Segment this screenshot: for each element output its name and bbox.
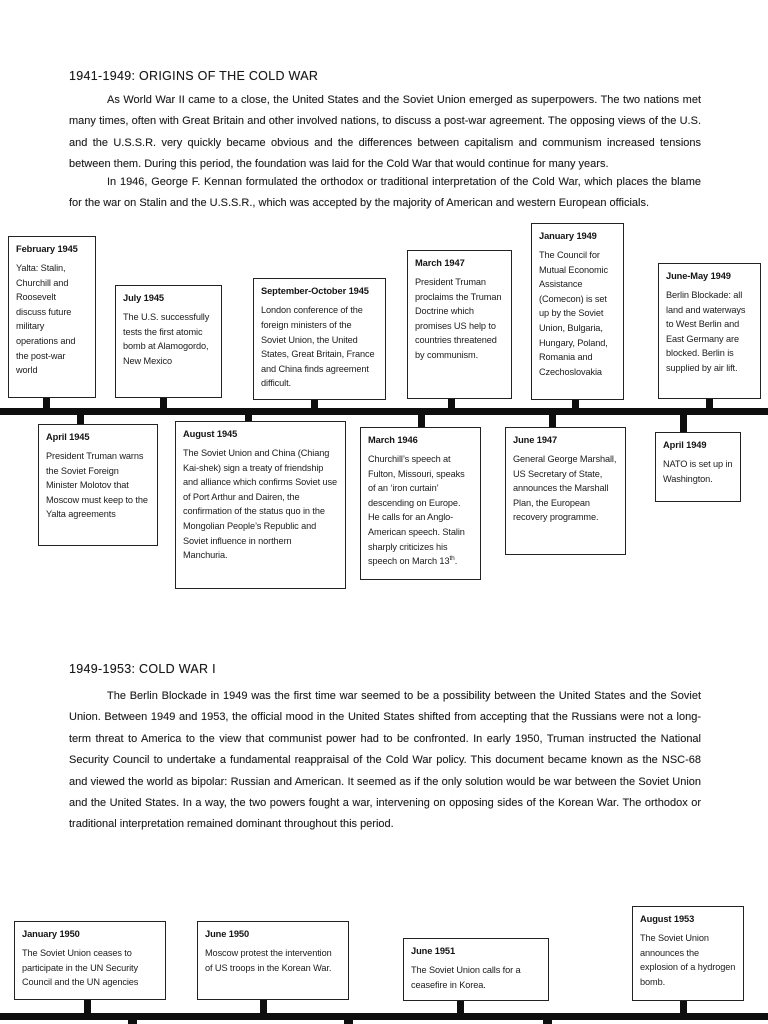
timeline-connector xyxy=(128,1019,137,1024)
event-date: March 1946 xyxy=(368,435,418,445)
event-date: April 1945 xyxy=(46,432,90,442)
event-date: June 1947 xyxy=(513,435,558,445)
event-text: London conference of the foreign ministe… xyxy=(261,305,375,389)
event-text: President Truman warns the Soviet Foreig… xyxy=(46,451,148,520)
event-date: February 1945 xyxy=(16,244,78,254)
event-box-february-1945: February 1945 Yalta: Stalin, Churchill a… xyxy=(8,236,96,398)
event-box-june-1951: June 1951 The Soviet Union calls for a c… xyxy=(403,938,549,1002)
event-box-august-1953: August 1953 The Soviet Union announces t… xyxy=(632,906,744,1001)
event-box-june-1947: June 1947 General George Marshall, US Se… xyxy=(505,427,626,555)
event-date: January 1950 xyxy=(22,929,80,939)
event-text: The Soviet Union calls for a ceasefire i… xyxy=(411,965,521,990)
event-date: January 1949 xyxy=(539,231,597,241)
timeline-connector xyxy=(680,413,687,443)
event-date: September-October 1945 xyxy=(261,286,369,297)
timeline-bar-1 xyxy=(0,408,768,415)
event-text: Yalta: Stalin, Churchill and Roosevelt d… xyxy=(16,263,76,376)
timeline-connector xyxy=(160,392,167,414)
section1-paragraph-2: In 1946, George F. Kennan formulated the… xyxy=(69,176,701,210)
timeline-connector xyxy=(543,1019,552,1024)
event-text: The Soviet Union ceases to participate i… xyxy=(22,948,139,988)
timeline-connector xyxy=(706,392,713,414)
section2-paragraph-1: The Berlin Blockade in 1949 was the firs… xyxy=(69,690,701,831)
event-text: The Soviet Union and China (Chiang Kai-s… xyxy=(183,448,337,561)
timeline-connector xyxy=(344,1019,353,1024)
event-box-march-1946: March 1946 Churchill’s speech at Fulton,… xyxy=(360,427,481,580)
event-text: Berlin Blockade: all land and waterways … xyxy=(666,290,746,373)
event-date: June 1950 xyxy=(205,929,250,939)
event-date: June 1951 xyxy=(411,946,456,956)
section1-paragraph-1: As World War II came to a close, the Uni… xyxy=(69,94,701,171)
event-box-june-may-1949: June-May 1949 Berlin Blockade: all land … xyxy=(658,263,761,399)
event-text: The Soviet Union announces the explosion… xyxy=(640,933,736,987)
event-box-march-1947: March 1947 President Truman proclaims th… xyxy=(407,250,512,399)
section1-heading: 1941-1949: ORIGINS OF THE COLD WAR xyxy=(69,69,319,83)
event-text: The U.S. successfully tests the first at… xyxy=(123,312,210,366)
timeline-connector xyxy=(448,392,455,414)
timeline-connector xyxy=(680,996,687,1016)
section2-heading: 1949-1953: COLD WAR I xyxy=(69,662,216,676)
timeline-connector xyxy=(260,996,267,1016)
event-box-april-1945: April 1945 President Truman warns the So… xyxy=(38,424,158,546)
event-text: Churchill’s speech at Fulton, Missouri, … xyxy=(368,452,473,569)
ordinal-superscript: th xyxy=(449,555,455,563)
event-text: General George Marshall, US Secretary of… xyxy=(513,454,617,523)
timeline-bar-2 xyxy=(0,1013,768,1020)
event-text-main: Churchill’s speech at Fulton, Missouri, … xyxy=(368,454,465,567)
event-date: August 1945 xyxy=(183,429,238,439)
timeline-connector xyxy=(457,996,464,1016)
event-box-september-october-1945: September-October 1945 London conference… xyxy=(253,278,386,400)
event-date: June-May 1949 xyxy=(666,271,731,281)
event-date: July 1945 xyxy=(123,293,164,303)
event-text: President Truman proclaims the Truman Do… xyxy=(415,277,502,360)
event-date: August 1953 xyxy=(640,914,695,924)
timeline-connector xyxy=(572,392,579,414)
event-box-april-1949: April 1949 NATO is set up in Washington. xyxy=(655,432,741,502)
event-text: NATO is set up in Washington. xyxy=(663,459,733,484)
event-text: The Council for Mutual Economic Assistan… xyxy=(539,250,608,377)
event-date: April 1949 xyxy=(663,440,707,450)
event-box-august-1945: August 1945 The Soviet Union and China (… xyxy=(175,421,346,589)
timeline-connector xyxy=(84,996,91,1016)
event-box-january-1949: January 1949 The Council for Mutual Econ… xyxy=(531,223,624,400)
event-date: March 1947 xyxy=(415,258,465,268)
timeline-connector xyxy=(43,392,50,414)
event-text-end: . xyxy=(454,556,458,567)
event-box-january-1950: January 1950 The Soviet Union ceases to … xyxy=(14,921,166,1000)
event-text: Moscow protest the intervention of US tr… xyxy=(205,948,332,973)
timeline-connector xyxy=(311,392,318,414)
event-box-july-1945: July 1945 The U.S. successfully tests th… xyxy=(115,285,222,398)
event-box-june-1950: June 1950 Moscow protest the interventio… xyxy=(197,921,349,1000)
